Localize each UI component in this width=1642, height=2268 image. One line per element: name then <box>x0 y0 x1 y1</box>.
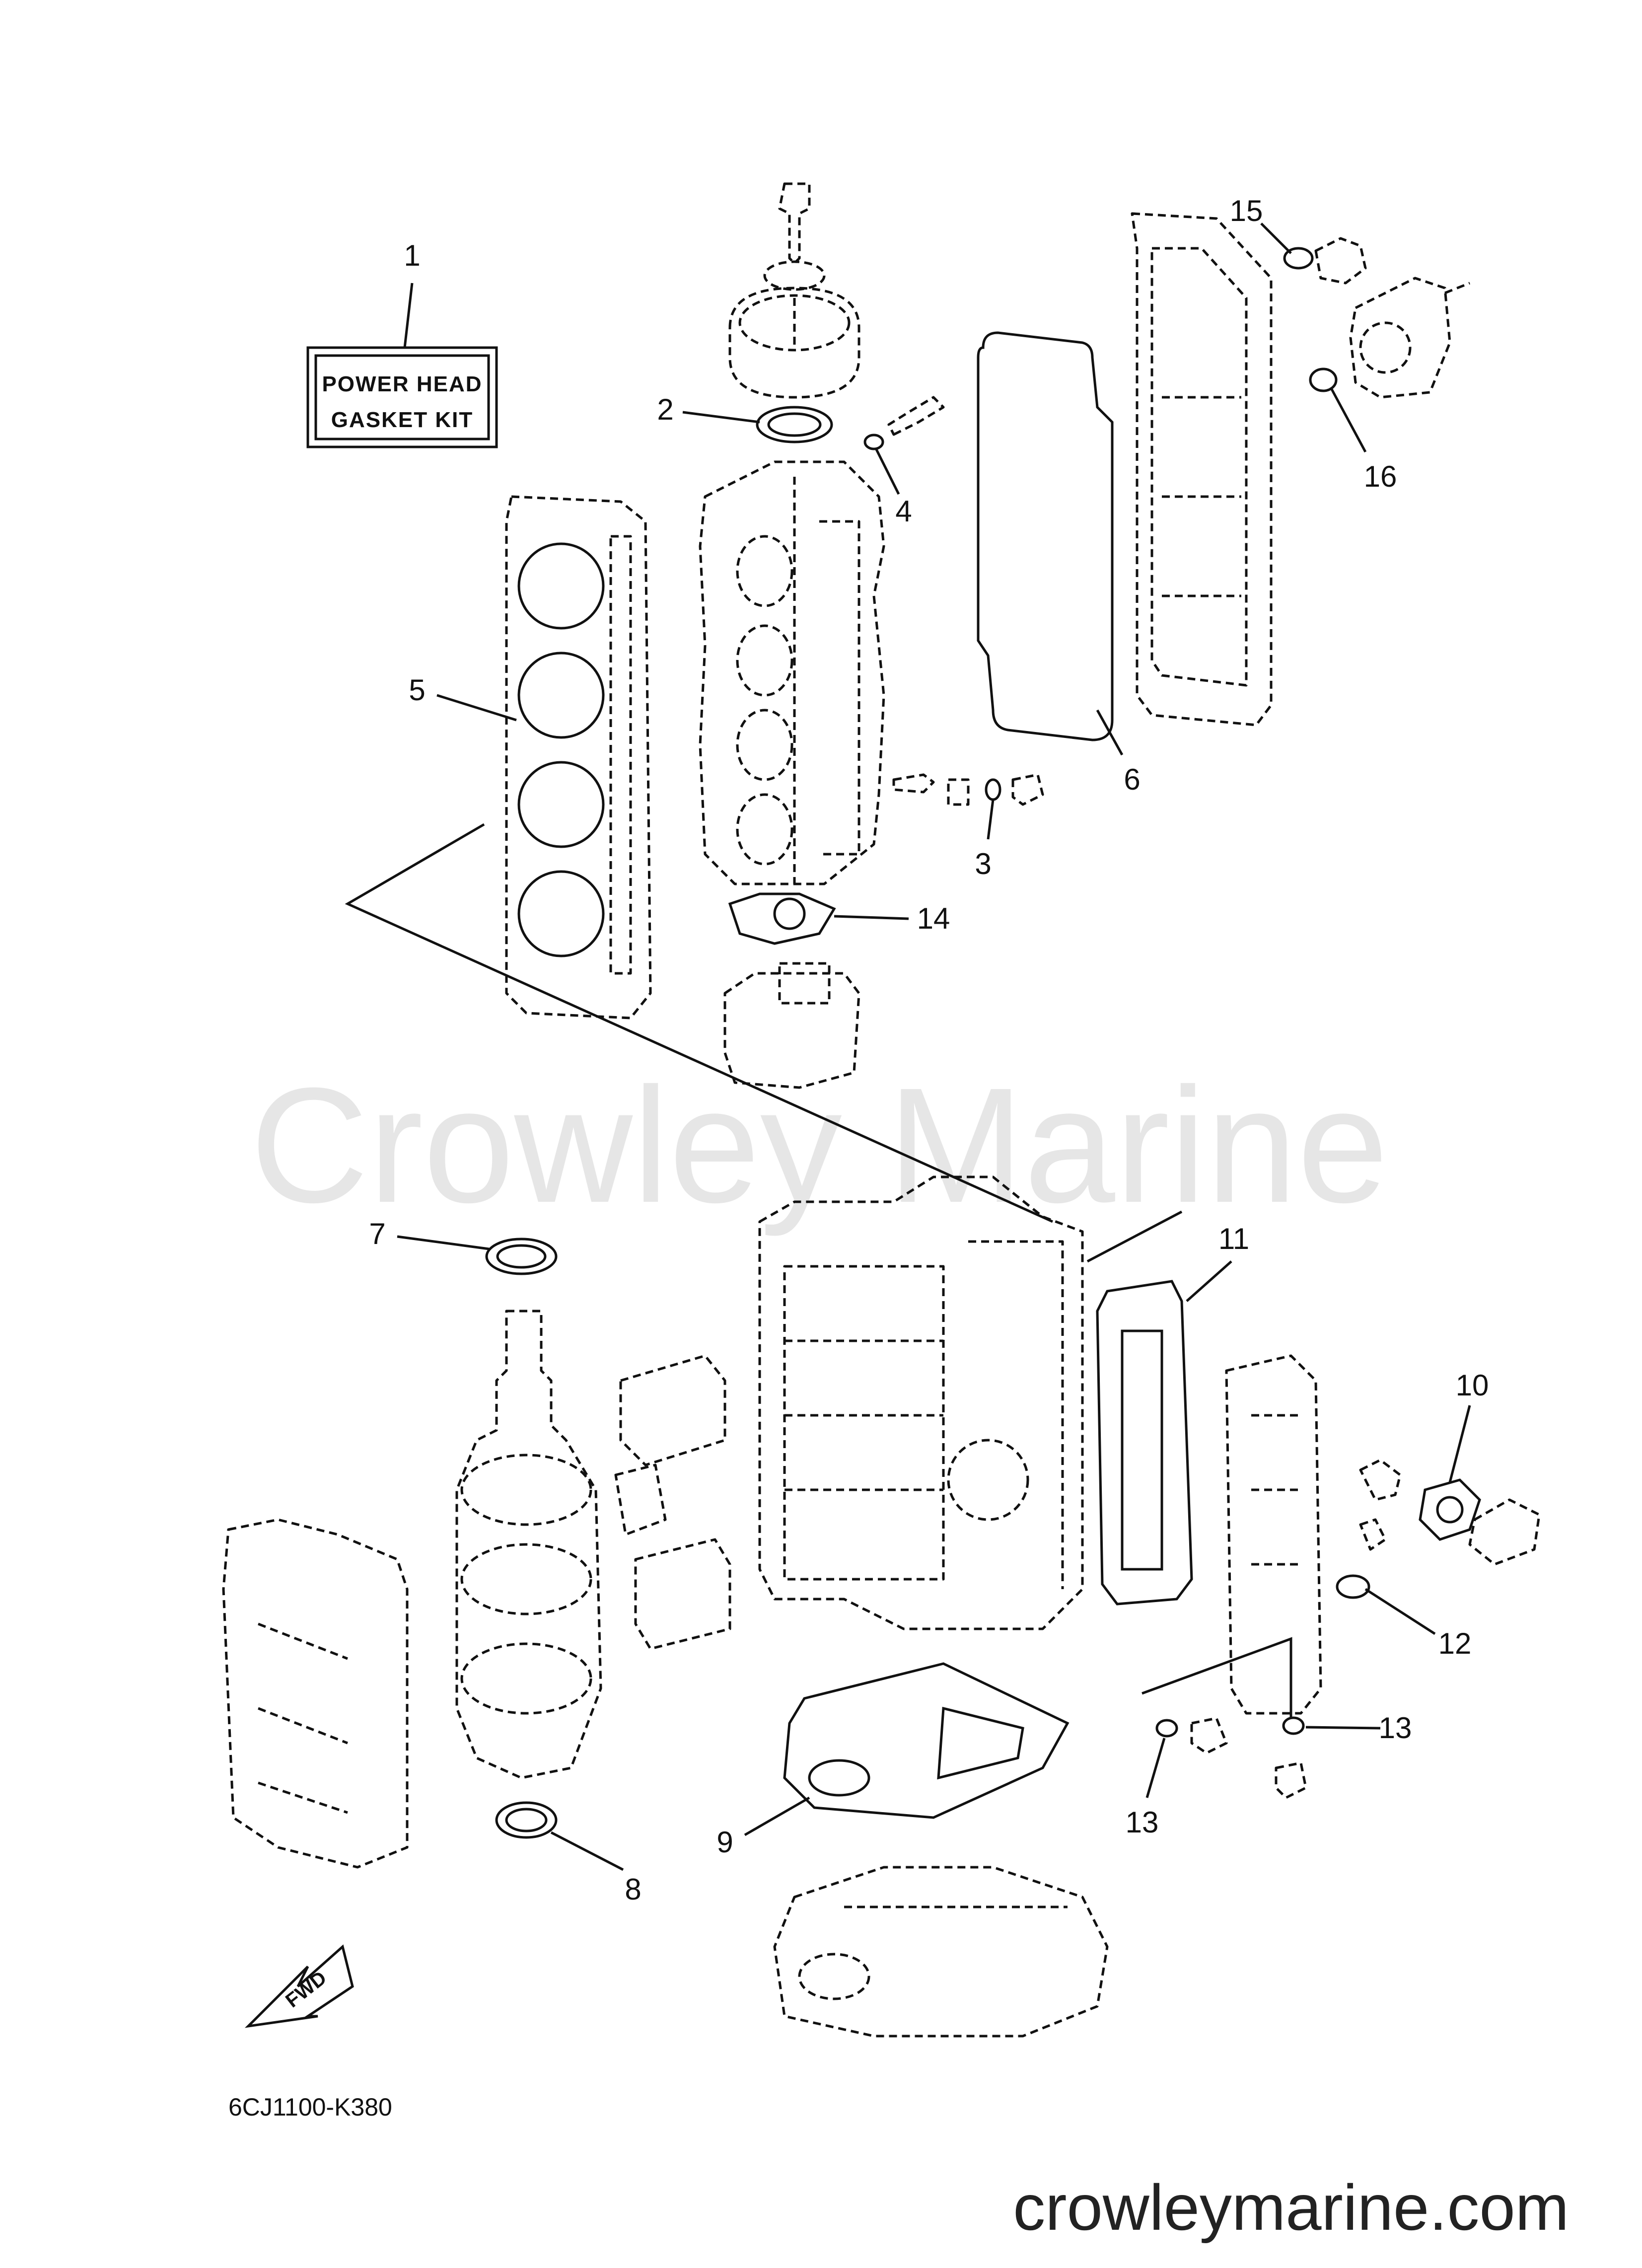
cylinder-head <box>699 460 885 885</box>
callout-numbers: 1 2 3 4 5 6 7 8 9 10 11 12 13 13 14 15 1… <box>369 194 1489 1906</box>
callout-1: 1 <box>404 239 420 272</box>
exhaust-gasket-11 <box>1096 1280 1193 1606</box>
power-head-gasket-kit-label: POWER HEAD GASKET KIT <box>306 346 498 448</box>
callout-7: 7 <box>369 1217 385 1250</box>
callout-14: 14 <box>917 902 950 935</box>
exhaust-cover <box>1225 1354 1402 1715</box>
callout-11: 11 <box>1218 1222 1249 1255</box>
head-cover <box>1131 212 1273 727</box>
callout-15: 15 <box>1230 194 1263 227</box>
head-cover-gasket-6 <box>977 331 1114 741</box>
bolt-4 <box>863 396 945 450</box>
forward-arrow-icon: FWD <box>244 1944 354 2028</box>
gasket-14 <box>728 892 836 945</box>
o-ring-12 <box>1336 1574 1370 1599</box>
fuel-pump <box>1309 277 1470 399</box>
callout-5: 5 <box>409 673 425 707</box>
watermark-text: Crowley Marine <box>250 1053 1388 1238</box>
callout-2: 2 <box>657 393 673 426</box>
website-text: crowleymarine.com <box>1013 2171 1569 2244</box>
crankcase-gasket-9 <box>783 1662 1070 1819</box>
callout-9: 9 <box>716 1826 733 1859</box>
head-gasket-5 <box>505 495 652 1020</box>
callout-12: 12 <box>1438 1627 1472 1660</box>
crankcase <box>773 1866 1109 2038</box>
o-rings-13 <box>1155 1716 1307 1799</box>
thermostat-housing <box>1468 1498 1541 1566</box>
callout-8: 8 <box>625 1873 641 1906</box>
callout-3: 3 <box>975 847 991 880</box>
oil-seal-8 <box>495 1801 558 1839</box>
callout-13-left: 13 <box>1126 1806 1159 1839</box>
callout-4: 4 <box>895 495 912 528</box>
intake-manifold <box>222 1518 409 1869</box>
cylinder-block <box>758 1175 1084 1630</box>
callout-13-right: 13 <box>1379 1711 1412 1745</box>
callout-10: 10 <box>1456 1369 1489 1402</box>
kit-label-line2: GASKET KIT <box>331 408 473 432</box>
crankshaft-pistons <box>455 1310 731 1779</box>
timing-pulley <box>728 182 860 399</box>
sensor-assembly <box>892 773 1044 806</box>
leader-lines <box>397 222 1471 1871</box>
callout-16: 16 <box>1364 460 1397 493</box>
kit-label-line1: POWER HEAD <box>322 372 482 396</box>
thermostat-cover <box>723 962 860 1089</box>
callout-6: 6 <box>1124 763 1140 796</box>
assembly-bracket <box>345 823 1292 1718</box>
gasket-10 <box>1419 1478 1481 1541</box>
oil-seal-2 <box>756 406 833 443</box>
oil-filler-cap <box>1283 237 1367 285</box>
oil-seal-7 <box>485 1238 558 1275</box>
diagram-code: 6CJ1100-K380 <box>228 2093 392 2121</box>
